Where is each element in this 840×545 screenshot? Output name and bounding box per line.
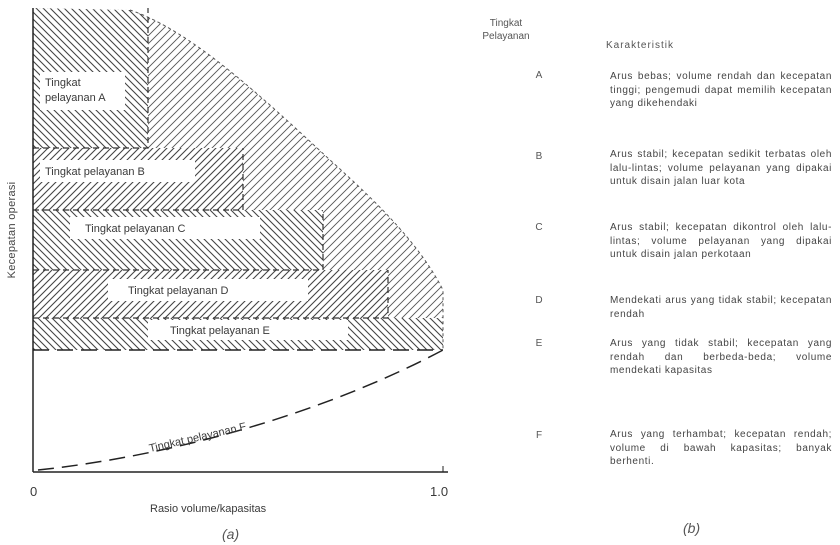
level-header: Tingkat Pelayanan <box>466 18 546 43</box>
x-min-label: 0 <box>30 484 37 499</box>
row-a-level: A <box>535 70 543 81</box>
zone-b-label: Tingkat pelayanan B <box>45 166 145 178</box>
row-f-desc: Arus yang terhambat; kecepatan rendah; v… <box>610 429 832 467</box>
row-d-level: D <box>535 295 543 306</box>
zone-a-label-line1: Tingkat <box>45 77 81 89</box>
zone-f-curve <box>37 349 444 471</box>
row-e-level: E <box>535 338 543 349</box>
zone-boundaries <box>33 8 389 319</box>
zone-c-label: Tingkat pelayanan C <box>85 223 186 235</box>
zone-a-label-line2: pelayanan A <box>45 92 106 104</box>
y-axis-label-text: Kecepatan operasi <box>6 181 18 279</box>
x-max-label: 1.0 <box>430 484 448 499</box>
caption-b: (b) <box>683 520 701 536</box>
zone-e-label: Tingkat pelayanan E <box>170 325 270 337</box>
row-b-level: B <box>535 151 543 162</box>
row-a-desc: Arus bebas; volume rendah dan kecepatan … <box>610 71 832 109</box>
row-c-desc: Arus stabil; kecepatan dikontrol oleh la… <box>610 222 832 260</box>
row-f-level: F <box>535 430 543 441</box>
row-b-desc: Arus stabil; kecepatan sedikit terbatas … <box>610 149 832 187</box>
level-header-line2: Pelayanan <box>482 30 530 42</box>
x-axis-label: Rasio volume/kapasitas <box>150 503 267 515</box>
row-d-desc: Mendekati arus yang tidak stabil; kecepa… <box>610 295 832 320</box>
caption-a: (a) <box>222 526 240 542</box>
level-header-line1: Tingkat <box>489 18 523 29</box>
zone-d-label: Tingkat pelayanan D <box>128 285 229 297</box>
row-c-level: C <box>535 222 543 233</box>
zone-f-label: Tingkat pelayanan F <box>148 421 248 455</box>
characteristics-header: Karakteristik <box>606 40 675 51</box>
row-e-desc: Arus yang tidak stabil; kecepatan yang r… <box>610 338 832 376</box>
y-axis-label: Kecepatan operasi <box>2 150 22 310</box>
